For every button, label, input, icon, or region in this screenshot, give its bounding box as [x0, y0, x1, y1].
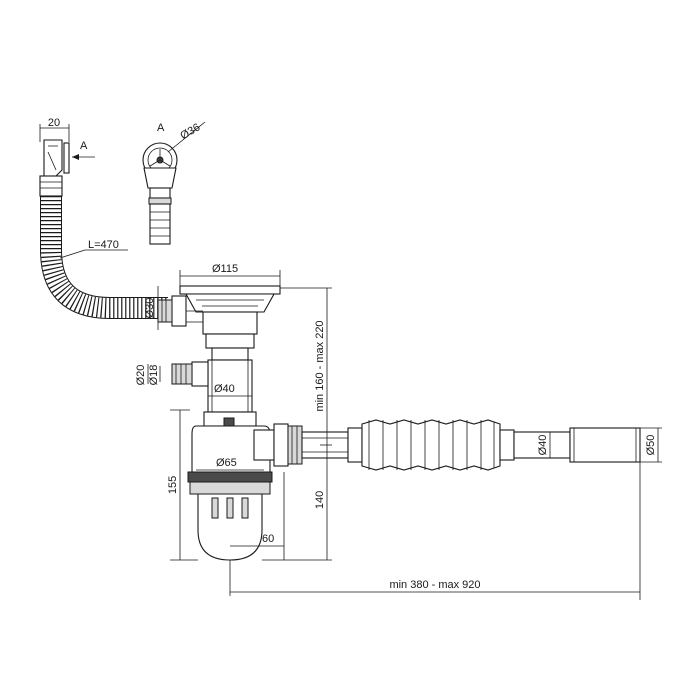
dimension-length-range: min 380 - max 920 — [230, 462, 641, 600]
height-range-label: min 160 - max 220 — [314, 320, 326, 411]
siphon-vertical-body — [171, 333, 257, 427]
dia-65-label: Ø65 — [216, 457, 237, 469]
dia-20-label: Ø20 — [135, 365, 147, 386]
outlet-connector — [253, 423, 349, 467]
dia-18-label: Ø18 — [148, 365, 160, 386]
dimension-20-18: Ø20 Ø18 — [135, 364, 161, 386]
dimension-155: 155 — [167, 409, 198, 561]
dia-115-label: Ø115 — [212, 263, 238, 275]
view-a-arrow-label: A — [80, 140, 88, 152]
sink-strainer — [157, 285, 281, 335]
dimension-115: Ø115 — [179, 263, 281, 286]
dimension-65: Ø65 — [196, 457, 264, 471]
dimension-140: 140 — [262, 445, 332, 561]
dimension-height-range: min 160 - max 220 — [280, 287, 332, 446]
bottle-trap — [187, 425, 273, 596]
dia-36-label: Ø36 — [178, 121, 202, 142]
view-a-title: A — [157, 122, 165, 134]
dimension-40-hose: Ø40 — [537, 432, 551, 458]
dia-40-hose-label: Ø40 — [537, 435, 549, 456]
length-range-label: min 380 - max 920 — [389, 579, 480, 591]
dimension-40-vertical: Ø40 — [208, 383, 252, 397]
overflow-head-view-a: A Ø36 — [142, 121, 206, 245]
overflow-hose: L=470 — [40, 196, 168, 319]
dimension-20: 20 — [39, 117, 70, 142]
width-60-label: 60 — [262, 533, 274, 545]
dimension-60: 60 — [230, 472, 285, 560]
dia-40-vertical-label: Ø40 — [214, 383, 235, 395]
overflow-head-side-view — [39, 139, 70, 197]
dimension-30: Ø30 — [144, 286, 159, 330]
extendable-hose — [347, 419, 641, 471]
height-140-label: 140 — [314, 491, 326, 509]
dim-20-label: 20 — [48, 117, 60, 129]
dia-30-label: Ø30 — [144, 298, 156, 319]
dia-50-label: Ø50 — [645, 435, 657, 456]
view-a-arrow: A — [72, 140, 95, 160]
dimension-50: Ø50 — [640, 427, 662, 463]
hose-length-label: L=470 — [88, 239, 119, 251]
height-155-label: 155 — [167, 476, 179, 494]
